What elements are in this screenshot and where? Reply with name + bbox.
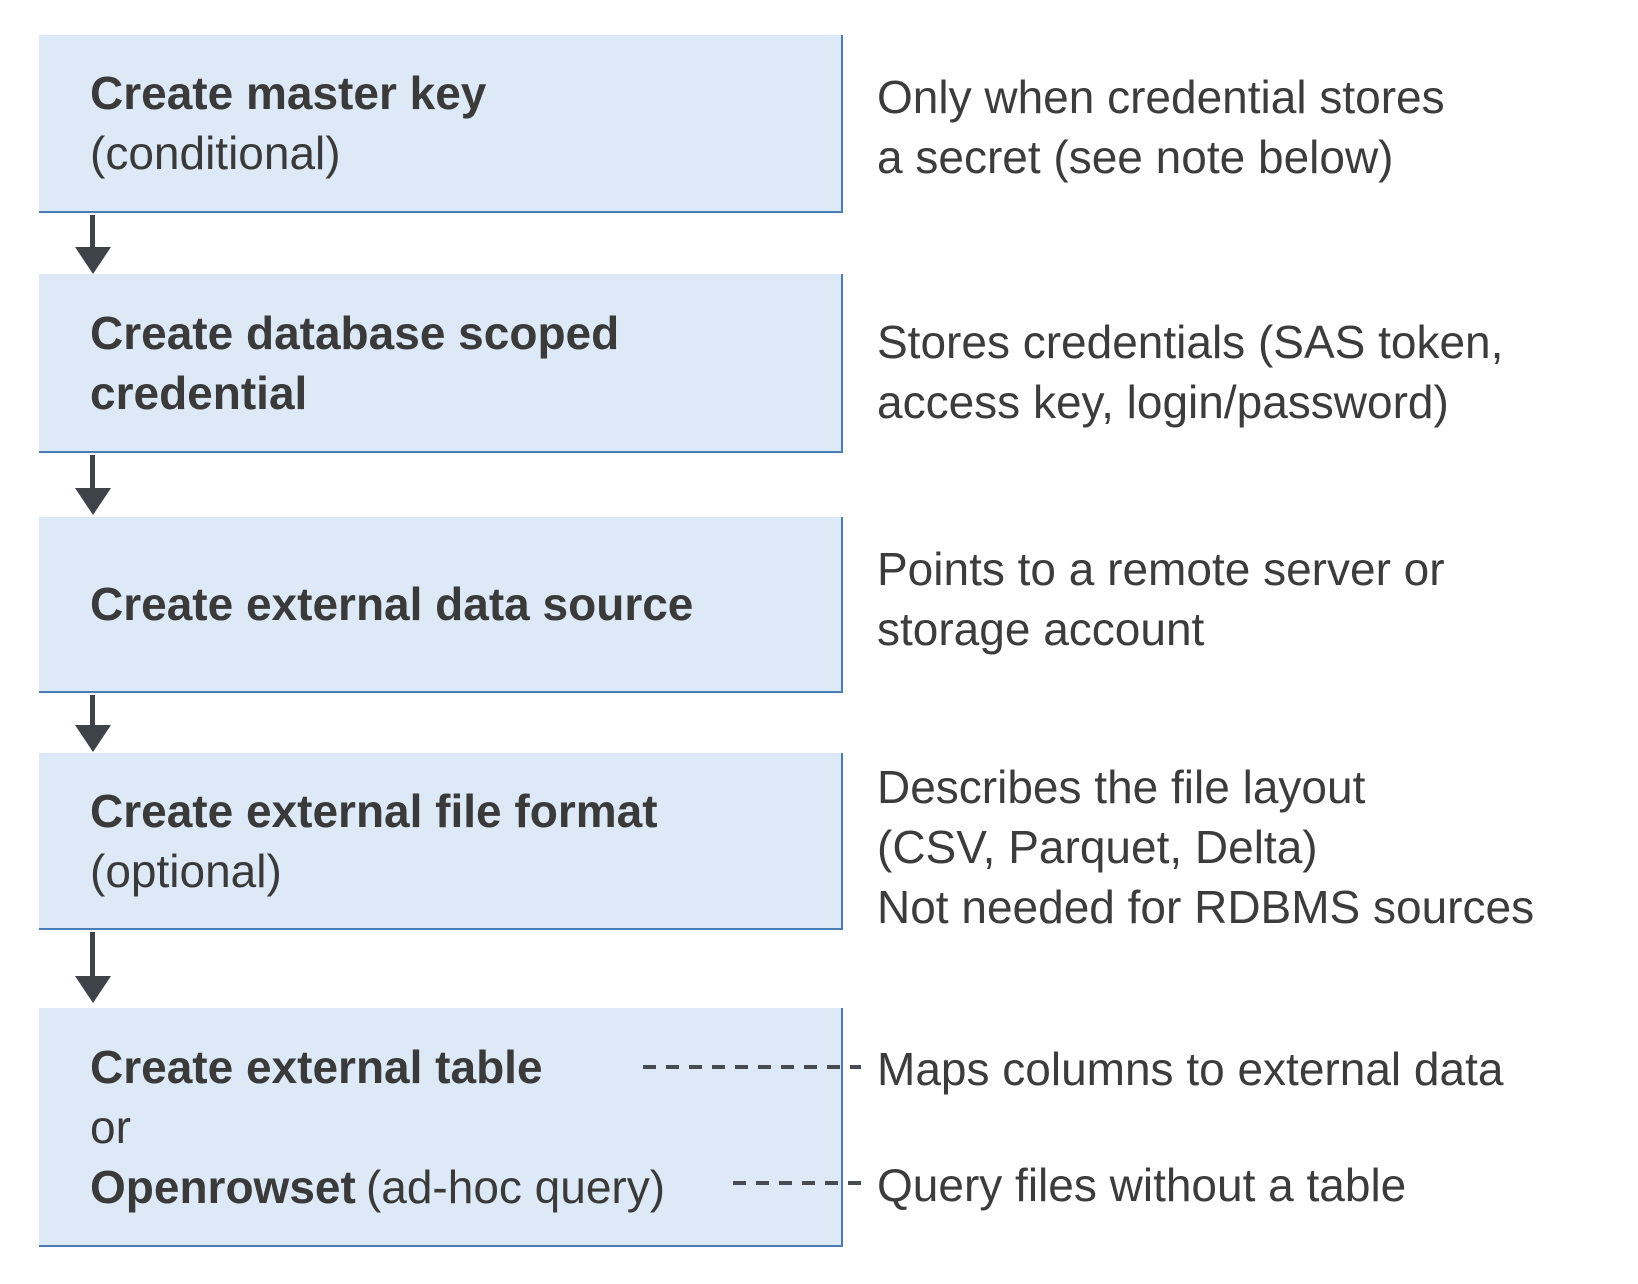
arrow-head — [75, 488, 111, 515]
arrow-shaft — [90, 455, 95, 489]
dashed-connector-openrowset — [733, 1181, 861, 1185]
step-box-create-database-scoped-credential: Create database scoped credential — [39, 274, 843, 453]
annotation-scoped-credential: Stores credentials (SAS token, access ke… — [877, 316, 1504, 428]
step-alt-title: Openrowset — [90, 1160, 356, 1213]
arrow-head — [75, 725, 111, 752]
step-or-label: or — [90, 1100, 131, 1153]
step-qualifier: (optional) — [90, 844, 282, 897]
step-box-create-external-table-or-openrowset: Create external table or Openrowset(ad-h… — [39, 1008, 843, 1247]
step-title: Create external file format — [90, 784, 658, 837]
step-alt-qualifier: (ad-hoc query) — [365, 1160, 666, 1213]
annotation-openrowset: Query files without a table — [877, 1159, 1407, 1211]
annotation-master-key: Only when credential stores a secret (se… — [877, 71, 1445, 183]
annotation-external-file-format: Describes the file layout (CSV, Parquet,… — [877, 761, 1535, 933]
step-title: Create master key — [90, 67, 487, 119]
step-box-create-master-key: Create master key (conditional) — [39, 35, 843, 213]
arrow-shaft — [90, 695, 95, 726]
step-title: Create external table — [90, 1040, 543, 1093]
annotation-external-data-source: Points to a remote server or storage acc… — [877, 543, 1445, 655]
annotation-external-table: Maps columns to external data — [877, 1043, 1504, 1095]
arrow-head — [75, 976, 111, 1003]
step-title: Create database scoped credential — [90, 306, 620, 419]
step-alt-line: Openrowset(ad-hoc query) — [90, 1157, 841, 1217]
arrow-head — [75, 247, 111, 274]
dashed-connector-external-table — [643, 1065, 861, 1069]
step-box-create-external-data-source: Create external data source — [39, 517, 843, 693]
step-title: Create external data source — [90, 578, 694, 630]
arrow-shaft — [90, 215, 95, 248]
arrow-shaft — [90, 932, 95, 977]
step-box-create-external-file-format: Create external file format (optional) — [39, 753, 843, 930]
step-qualifier: (conditional) — [90, 127, 341, 179]
